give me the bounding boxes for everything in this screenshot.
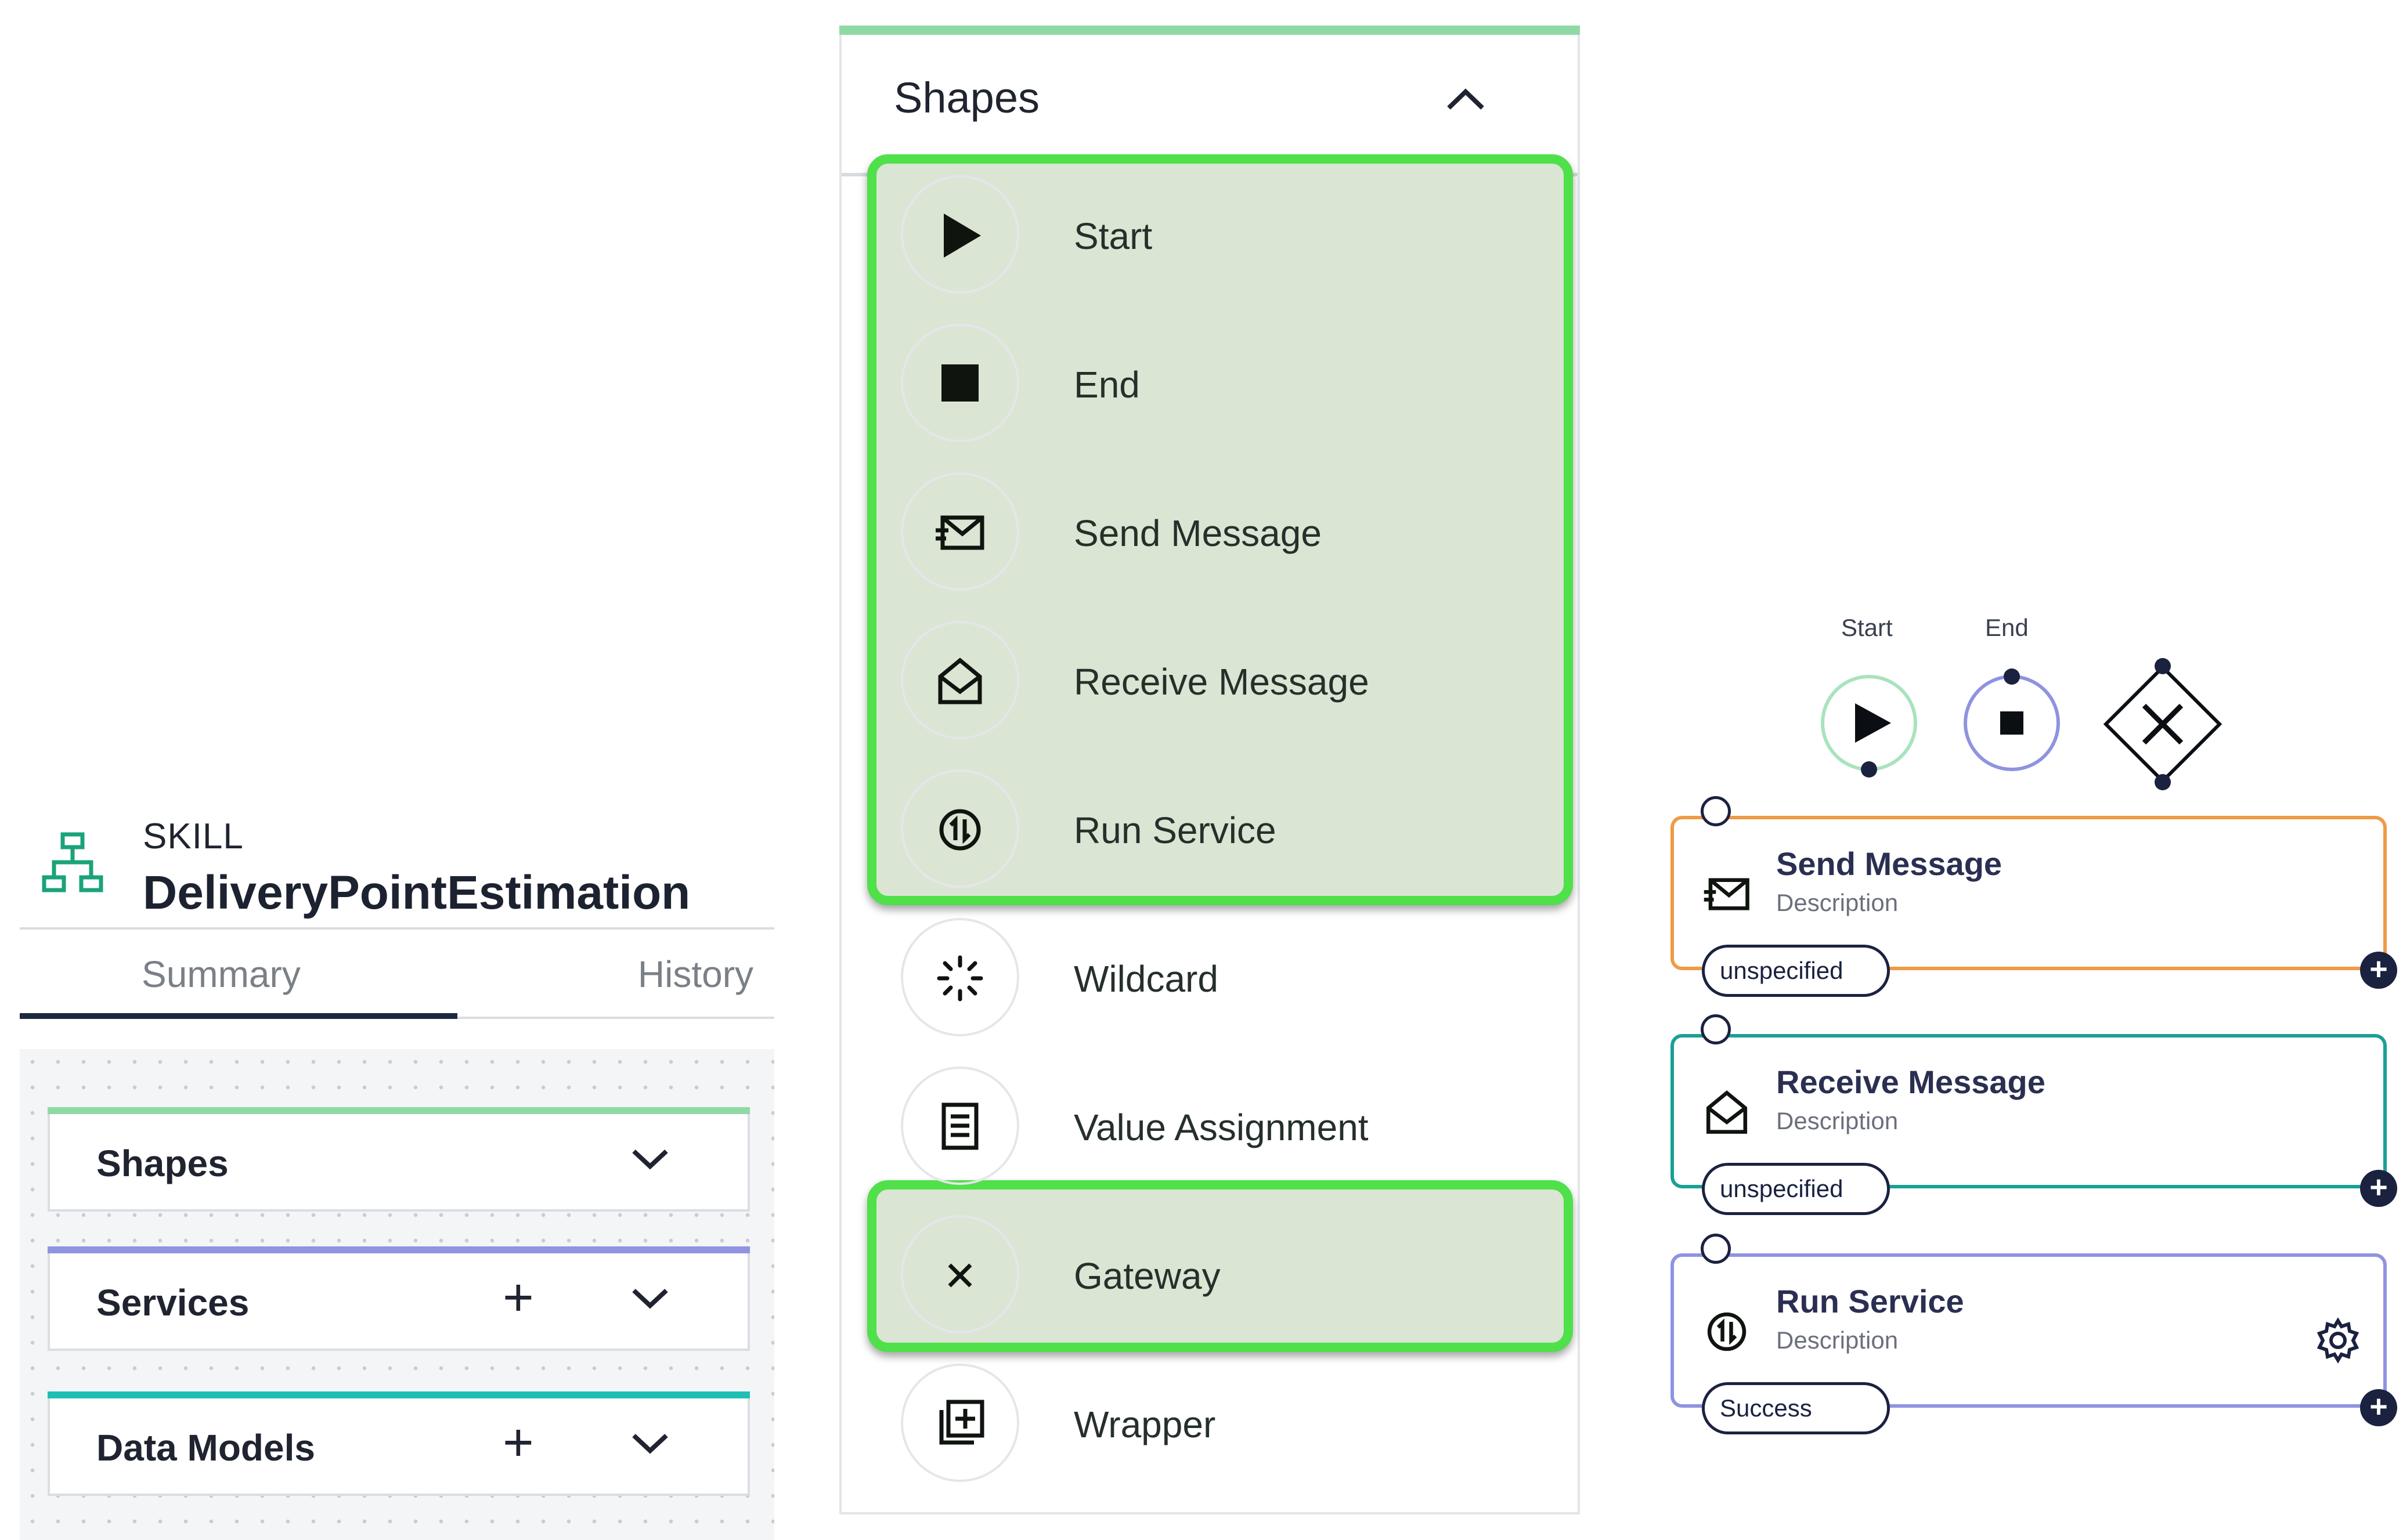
accordion-label: Services <box>96 1282 250 1324</box>
start-node[interactable] <box>1811 661 1927 783</box>
stop-icon <box>941 364 979 402</box>
chevron-down-icon[interactable] <box>630 1432 670 1455</box>
end-node-label: End <box>1985 614 2029 641</box>
add-service-button[interactable]: + <box>503 1268 534 1327</box>
chevron-down-icon[interactable] <box>630 1287 670 1310</box>
wrapper-icon <box>939 1400 984 1445</box>
node-title: Receive Message <box>1776 1064 2045 1100</box>
skill-header: SKILL DeliveryPointEstimation <box>35 812 778 919</box>
input-port[interactable] <box>1701 1234 1731 1264</box>
play-icon <box>944 214 981 258</box>
tab-summary[interactable]: Summary <box>142 953 301 995</box>
panel-accent-bar <box>839 26 1580 35</box>
shape-item-value-assignment[interactable]: Value Assignment <box>842 1054 1578 1202</box>
input-port[interactable] <box>1701 796 1731 826</box>
accordion-accent-bar <box>48 1107 750 1114</box>
shape-item-label: Receive Message <box>1074 661 1369 703</box>
shape-item-end[interactable]: End <box>842 311 1578 460</box>
tab-bar: Summary History <box>20 927 774 1019</box>
accordion-accent-bar <box>48 1391 750 1398</box>
send-mail-icon <box>936 515 984 550</box>
start-node-label: Start <box>1841 614 1893 641</box>
shape-item-label: Value Assignment <box>1074 1107 1369 1148</box>
open-mail-icon <box>1706 1090 1748 1134</box>
run-service-icon <box>1707 1312 1747 1351</box>
shape-item-run-service[interactable]: Run Service <box>842 757 1578 905</box>
skill-kind-label: SKILL <box>143 816 244 856</box>
end-node[interactable] <box>1954 661 2070 783</box>
shape-item-wrapper[interactable]: Wrapper <box>842 1351 1578 1499</box>
shape-item-label: Gateway <box>1074 1255 1221 1297</box>
run-service-icon <box>939 809 981 851</box>
shape-item-label: Start <box>1074 215 1153 257</box>
shape-item-receive-message[interactable]: Receive Message <box>842 608 1578 757</box>
add-node-button[interactable]: + <box>2360 952 2397 989</box>
list-document-icon <box>941 1102 979 1150</box>
shape-item-gateway[interactable]: Gateway <box>842 1202 1578 1351</box>
shapes-panel-title: Shapes <box>894 74 1040 122</box>
accordion-shapes[interactable]: Shapes <box>48 1107 750 1212</box>
chevron-down-icon[interactable] <box>630 1148 670 1171</box>
node-description: Description <box>1776 1326 1899 1354</box>
node-run-service[interactable]: Run Service Description Success + <box>1670 1234 2397 1434</box>
wildcard-icon <box>937 955 983 1002</box>
node-status-pill[interactable]: Success <box>1702 1382 1890 1434</box>
node-status-pill[interactable]: unspecified <box>1702 1163 1890 1215</box>
shape-item-label: Wildcard <box>1074 958 1218 1000</box>
tab-history[interactable]: History <box>637 953 753 995</box>
shape-item-label: End <box>1074 364 1140 406</box>
hierarchy-icon <box>42 832 103 892</box>
chevron-up-icon[interactable] <box>1445 87 1486 111</box>
add-node-button[interactable]: + <box>2360 1389 2397 1426</box>
gateway-node[interactable] <box>2093 655 2232 794</box>
add-node-button[interactable]: + <box>2360 1170 2397 1207</box>
sidebar-panel: Shapes Services + Data Models + <box>20 1049 774 1540</box>
node-title: Send Message <box>1776 845 2002 882</box>
input-port[interactable] <box>1701 1014 1731 1044</box>
shape-item-start[interactable]: Start <box>842 162 1578 311</box>
node-receive-message[interactable]: Receive Message Description unspecified … <box>1670 1014 2397 1215</box>
open-mail-icon <box>938 657 982 704</box>
send-mail-icon <box>1704 878 1749 910</box>
node-description: Description <box>1776 889 1899 916</box>
node-send-message[interactable]: Send Message Description unspecified + <box>1670 796 2397 997</box>
node-description: Description <box>1776 1107 1899 1134</box>
add-data-model-button[interactable]: + <box>503 1413 534 1472</box>
accordion-data-models[interactable]: Data Models + <box>48 1391 750 1496</box>
shape-item-label: Run Service <box>1074 809 1276 851</box>
node-title: Run Service <box>1776 1283 1964 1320</box>
shapes-panel: Shapes Start End Send Message Receiv <box>839 26 1580 1514</box>
accordion-services[interactable]: Services + <box>48 1246 750 1351</box>
shape-item-label: Send Message <box>1074 512 1322 554</box>
close-x-icon <box>948 1263 972 1288</box>
skill-name: DeliveryPointEstimation <box>143 866 691 919</box>
active-tab-indicator <box>20 1013 457 1019</box>
accordion-label: Data Models <box>96 1427 315 1469</box>
shape-item-wildcard[interactable]: Wildcard <box>842 905 1578 1054</box>
accordion-label: Shapes <box>96 1143 229 1184</box>
shape-item-label: Wrapper <box>1074 1404 1216 1445</box>
gear-icon[interactable] <box>2315 1317 2361 1364</box>
accordion-accent-bar <box>48 1246 750 1253</box>
node-status-pill[interactable]: unspecified <box>1702 945 1890 997</box>
shape-item-send-message[interactable]: Send Message <box>842 460 1578 608</box>
